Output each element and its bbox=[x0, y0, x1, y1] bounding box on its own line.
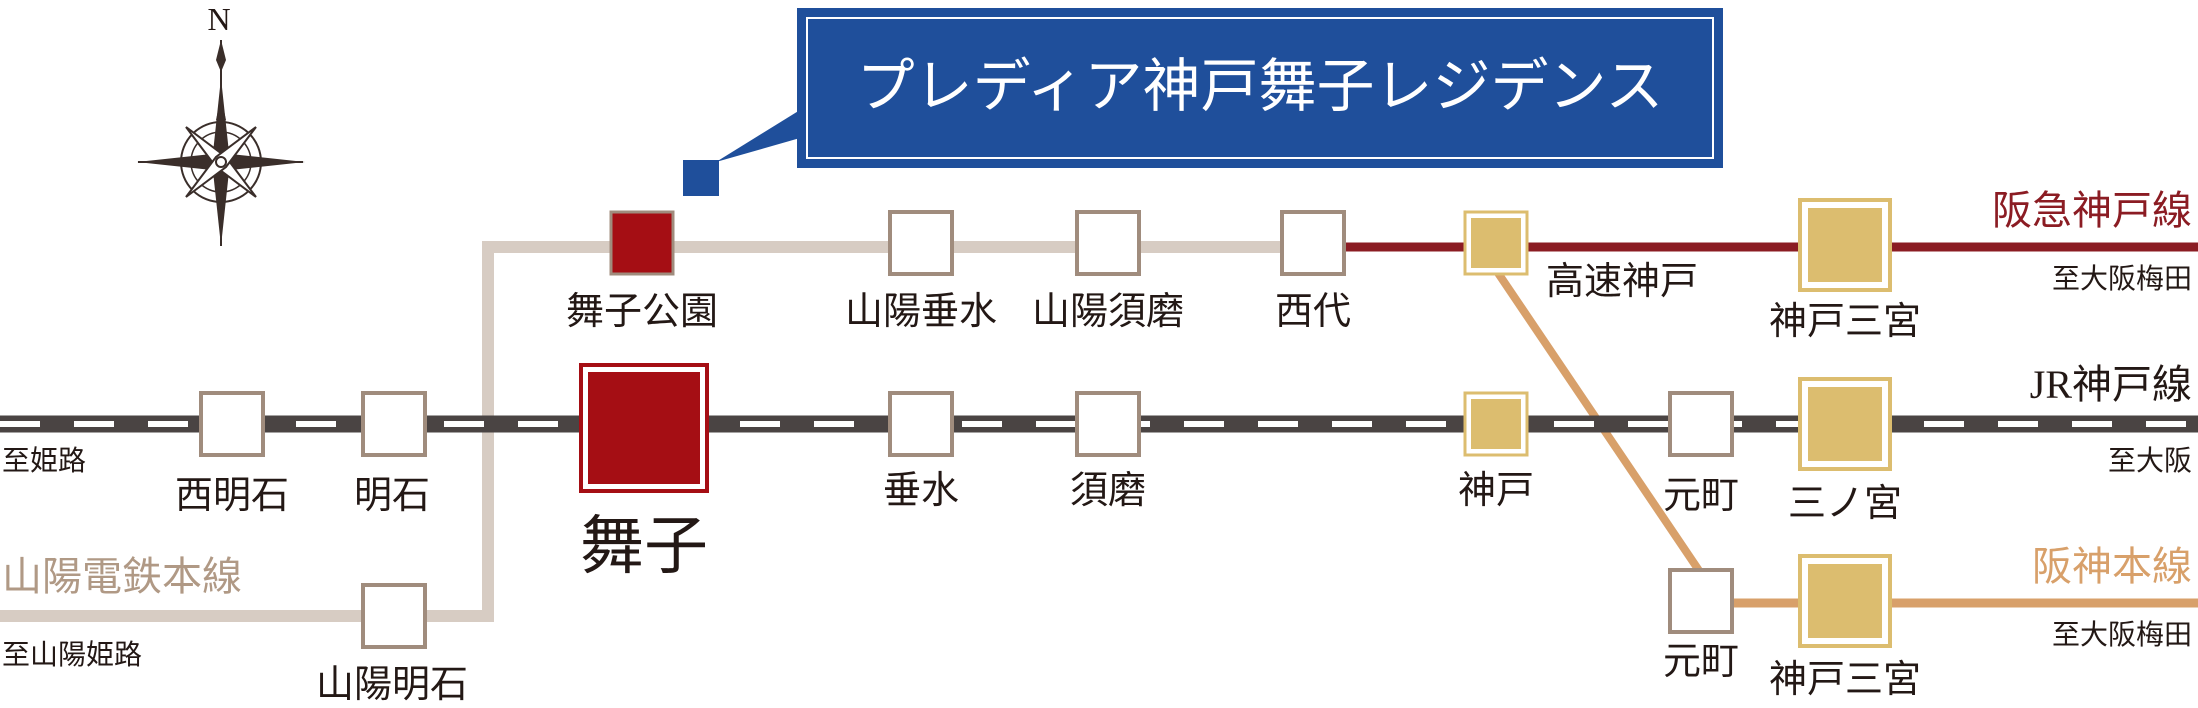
station-box-kobe-sannomiya-hanshin bbox=[1798, 554, 1892, 648]
station-box-sanyo-akashi bbox=[361, 583, 427, 649]
station-label-sanyo-tarumi: 山陽垂水 bbox=[845, 291, 997, 333]
station-box-kobe-sannomiya-hankyu bbox=[1798, 198, 1892, 292]
station-label-suma: 須磨 bbox=[1070, 470, 1146, 512]
line-name-hanshin: 阪神本線 bbox=[2032, 544, 2192, 589]
station-label-motomachi-hanshin: 元町 bbox=[1663, 641, 1739, 683]
station-label-maiko-koen: 舞子公園 bbox=[566, 291, 718, 333]
line-dest-hankyu: 至大阪梅田 bbox=[2052, 263, 2192, 295]
station-box-sanyo-tarumi bbox=[888, 210, 954, 276]
station-box-sannomiya bbox=[1798, 377, 1892, 471]
compass-north-label: N bbox=[207, 1, 230, 37]
property-name: プレディア神戸舞子レジデンス bbox=[857, 54, 1664, 119]
station-box-tarumi bbox=[888, 391, 954, 457]
station-box-nishi-akashi bbox=[199, 391, 265, 457]
property-callout-pointer bbox=[716, 110, 800, 162]
station-box-sanyo-suma bbox=[1075, 210, 1141, 276]
line-dest-hanshin: 至大阪梅田 bbox=[2052, 619, 2192, 651]
station-box-kobe bbox=[1463, 391, 1529, 457]
line-dest-jr-right: 至大阪 bbox=[2108, 445, 2192, 477]
station-box-maiko-koen bbox=[609, 210, 675, 276]
station-label-tarumi: 垂水 bbox=[883, 470, 959, 512]
station-label-sanyo-suma: 山陽須磨 bbox=[1032, 291, 1184, 333]
station-label-kobe-sannomiya-hankyu: 神戸三宮 bbox=[1769, 301, 1921, 343]
station-label-sanyo-akashi: 山陽明石 bbox=[316, 664, 468, 706]
compass-rose-icon: N bbox=[137, 1, 305, 246]
station-label-kobe-sannomiya-hanshin: 神戸三宮 bbox=[1769, 659, 1921, 701]
station-label-kosoku-kobe: 高速神戸 bbox=[1546, 261, 1698, 303]
station-box-motomachi-hanshin bbox=[1668, 568, 1734, 634]
station-box-kosoku-kobe bbox=[1463, 210, 1529, 276]
line-dest-sanyo: 至山陽姫路 bbox=[2, 639, 142, 671]
station-box-motomachi-jr bbox=[1668, 391, 1734, 457]
station-box-nishidai bbox=[1280, 210, 1346, 276]
station-label-motomachi-jr: 元町 bbox=[1663, 475, 1739, 517]
property-name-box: プレディア神戸舞子レジデンス bbox=[797, 8, 1723, 168]
station-label-sannomiya: 三ノ宮 bbox=[1788, 483, 1902, 525]
station-label-akashi: 明石 bbox=[354, 475, 430, 517]
station-box-suma bbox=[1075, 391, 1141, 457]
station-label-maiko: 舞子 bbox=[580, 511, 708, 582]
station-box-maiko bbox=[579, 363, 709, 493]
station-label-nishi-akashi: 西明石 bbox=[175, 475, 289, 517]
station-box-akashi bbox=[361, 391, 427, 457]
station-label-kobe: 神戸 bbox=[1458, 470, 1534, 512]
line-name-hankyu: 阪急神戸線 bbox=[1992, 188, 2192, 233]
line-name-jr: JR神戸線 bbox=[2030, 362, 2192, 407]
property-location-marker bbox=[683, 160, 719, 196]
line-name-sanyo: 山陽電鉄本線 bbox=[2, 554, 242, 599]
station-label-nishidai: 西代 bbox=[1275, 291, 1351, 333]
line-dest-jr-left: 至姫路 bbox=[2, 445, 86, 477]
